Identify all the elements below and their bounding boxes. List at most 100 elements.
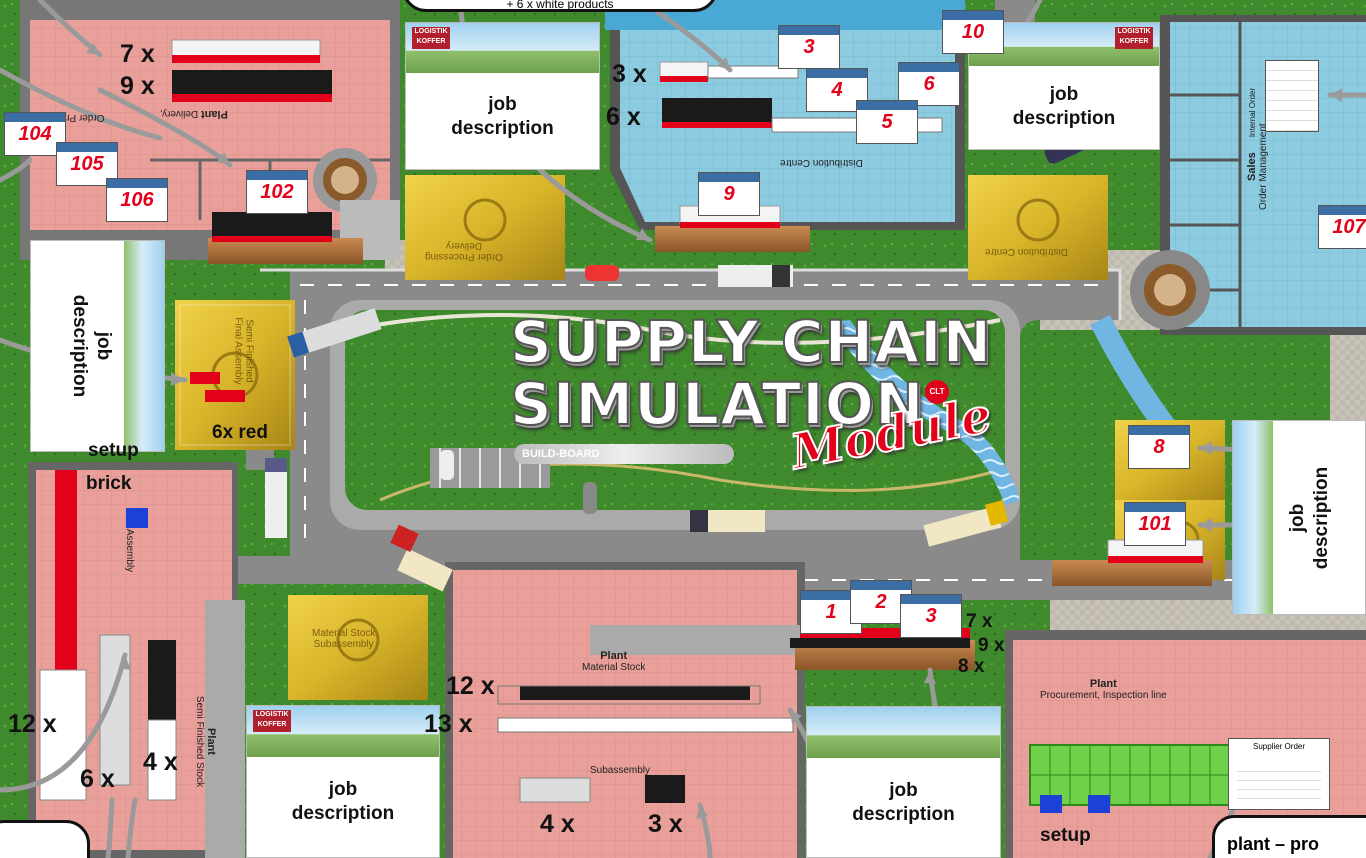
qty-6-red: 6x red xyxy=(212,422,268,443)
job-description-e[interactable]: job description xyxy=(806,706,1001,858)
order-processing-box-label: Order Processing Delivery xyxy=(425,240,503,262)
speech-bubble-bottom-right-text: plant – pro xyxy=(1227,834,1320,854)
distribution-label: Distribution Centre xyxy=(780,157,863,168)
qty-6-left: 6 x xyxy=(80,765,115,793)
speech-bubble-top-text: + 6 x white products xyxy=(506,0,614,11)
final-assembly-label-2: Final Assembly xyxy=(232,317,244,385)
qty-4-subassembly: 4 x xyxy=(540,810,575,838)
order-card-number: 6 xyxy=(923,73,935,95)
qty-9-right: 9 x xyxy=(978,635,1005,656)
final-assembly-label: Semi Finished Final Assembly xyxy=(233,317,255,384)
semi-finished-label-2: Semi Finished Stock xyxy=(194,695,206,788)
logistik-koffer-logo: LOGISTIK KOFFER xyxy=(1115,27,1153,49)
job-description-f[interactable]: job description xyxy=(1232,420,1366,615)
order-card-number: 102 xyxy=(260,181,294,203)
semi-finished-label: Plant Semi Finished Stock xyxy=(194,696,217,787)
job-description-text: job description xyxy=(291,779,395,825)
job-description-text: job description xyxy=(451,94,554,140)
material-stock-label-2: Material Stock xyxy=(582,662,646,673)
job-description-b[interactable]: LOGISTIK KOFFER job description xyxy=(968,22,1160,150)
order-card-102[interactable]: 102 xyxy=(246,170,308,214)
qty-7-top: 7 x xyxy=(120,40,155,68)
internal-order-label: Internal Order xyxy=(1248,87,1258,138)
order-card-number: 2 xyxy=(875,591,887,613)
order-card-number: 9 xyxy=(723,183,735,205)
material-stock-label-1: Plant xyxy=(600,650,628,662)
order-card-107[interactable]: 107 xyxy=(1318,205,1366,249)
supplier-order-card: Supplier Order xyxy=(1228,738,1330,810)
order-card-number: 107 xyxy=(1332,216,1366,238)
qty-13-material: 13 x xyxy=(424,710,473,738)
order-card-8[interactable]: 8 xyxy=(1128,425,1190,469)
board-title: SUPPLY CHAIN SIMULATION Module BUILD-BOA… xyxy=(509,307,997,488)
order-card-3b[interactable]: 3 xyxy=(900,594,962,638)
subassembly-label: Subassembly xyxy=(590,765,651,776)
order-card-number: 1 xyxy=(825,601,837,623)
procurement-label-2: Procurement, Inspection line xyxy=(1040,690,1167,701)
plant-delivery-label: Plant Delivery, xyxy=(160,108,228,120)
speech-bubble-bottom-left xyxy=(0,820,90,858)
order-processing-box-label-2: Delivery xyxy=(445,240,482,251)
qty-8-right: 8 x xyxy=(958,656,985,677)
job-description-text: job description xyxy=(1286,466,1332,569)
plant-delivery-label-2: Delivery, xyxy=(160,108,199,119)
speech-bubble-top: + 6 x white products xyxy=(402,0,718,12)
title-line-1: SUPPLY CHAIN xyxy=(509,307,993,377)
supplier-order-title: Supplier Order xyxy=(1252,742,1306,751)
brick-label-left: brick xyxy=(86,473,132,494)
job-description-c[interactable]: job description xyxy=(30,240,165,452)
distribution-box-label: Distribution Centre xyxy=(985,246,1068,257)
logistik-koffer-logo: LOGISTIK KOFFER xyxy=(253,710,291,732)
qty-9-top: 9 x xyxy=(120,72,155,100)
material-stock-box-label-1: Material Stock xyxy=(312,628,376,639)
job-description-a[interactable]: LOGISTIK KOFFER job description xyxy=(405,22,600,170)
plant-delivery-label-1: Plant xyxy=(200,108,228,120)
order-card-number: 3 xyxy=(925,605,937,627)
job-description-text: job description xyxy=(1012,84,1116,130)
assembly-label: Assembly xyxy=(124,528,136,573)
procurement-label: Plant Procurement, Inspection line xyxy=(1040,678,1167,701)
order-card-9[interactable]: 9 xyxy=(698,172,760,216)
speech-bubble-bottom-right: plant – pro xyxy=(1212,815,1366,858)
order-card-number: 106 xyxy=(120,189,154,211)
order-card-101[interactable]: 101 xyxy=(1124,502,1186,546)
sales-label-2: Order Management xyxy=(1258,123,1269,210)
order-processing-box-label-1: Order Processing xyxy=(425,251,503,262)
qty-6-dist: 6 x xyxy=(606,103,641,131)
job-description-text: job description xyxy=(68,294,114,398)
qty-3-dist: 3 x xyxy=(612,60,647,88)
order-card-number: 104 xyxy=(18,123,52,145)
title-line-2: SIMULATION xyxy=(509,369,925,439)
qty-12-material: 12 x xyxy=(446,672,495,700)
qty-3-subassembly: 3 x xyxy=(648,810,683,838)
order-card-number: 105 xyxy=(70,153,104,175)
sales-label-1: Sales xyxy=(1246,152,1258,182)
order-card-106[interactable]: 106 xyxy=(106,178,168,222)
order-card-5[interactable]: 5 xyxy=(856,100,918,144)
job-description-d[interactable]: LOGISTIK KOFFER job description xyxy=(246,705,440,858)
order-card-number: 4 xyxy=(831,79,843,101)
qty-7-right: 7 x xyxy=(966,611,993,632)
final-assembly-label-1: Semi Finished xyxy=(243,319,255,383)
order-card-104[interactable]: 104 xyxy=(4,112,66,156)
order-card-10[interactable]: 10 xyxy=(942,10,1004,54)
qty-4-left: 4 x xyxy=(143,748,178,776)
job-description-text: job description xyxy=(852,780,955,825)
internal-order-card xyxy=(1265,60,1319,132)
order-card-number: 10 xyxy=(961,21,985,43)
order-card-number: 5 xyxy=(881,111,893,133)
logistik-koffer-logo: LOGISTIK KOFFER xyxy=(412,27,450,49)
order-card-3[interactable]: 3 xyxy=(778,25,840,69)
order-card-number: 8 xyxy=(1153,436,1165,458)
setup-label-bottom: setup xyxy=(1040,825,1091,846)
clt-badge: CLT xyxy=(925,380,949,404)
order-card-number: 3 xyxy=(803,36,815,58)
material-stock-box-label: Material Stock Subassembly xyxy=(312,628,375,650)
semi-finished-label-1: Plant xyxy=(205,728,218,755)
order-card-6[interactable]: 6 xyxy=(898,62,960,106)
order-card-number: 101 xyxy=(1138,513,1172,535)
setup-label-left: setup xyxy=(88,440,139,461)
qty-12-left: 12 x xyxy=(8,710,57,738)
